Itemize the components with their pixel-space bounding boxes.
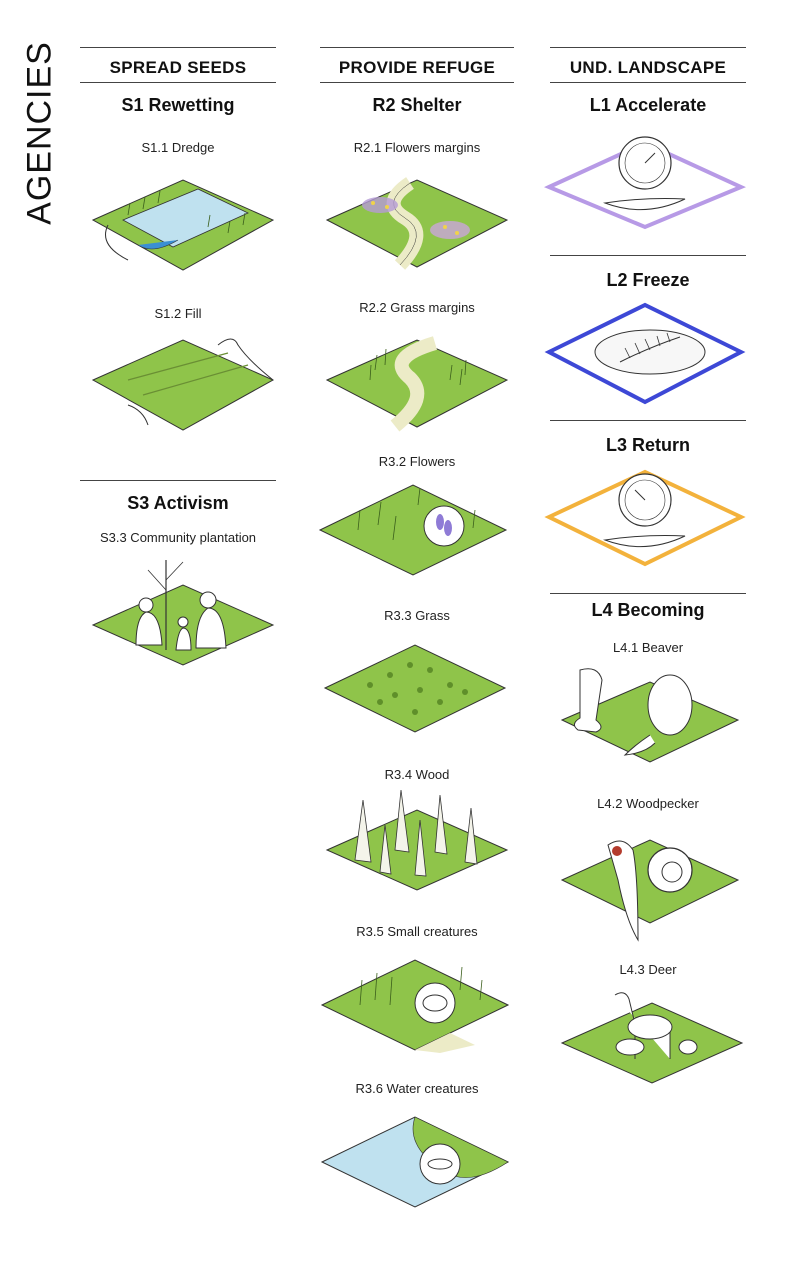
- small-creatures-tile: [320, 955, 510, 1055]
- item-label-l4-3: L4.3 Deer: [550, 962, 746, 977]
- item-label-s1-2: S1.2 Fill: [80, 306, 276, 321]
- item-label-s1-1: S1.1 Dredge: [80, 140, 276, 155]
- item-label-r2-2: R2.2 Grass margins: [320, 300, 514, 315]
- divider: [80, 47, 276, 48]
- accelerate-tile: [545, 125, 745, 230]
- fill-tile: [88, 335, 278, 435]
- water-creatures-tile: [320, 1112, 510, 1212]
- divider: [320, 82, 514, 83]
- section-title-l1: L1 Accelerate: [550, 95, 746, 116]
- return-tile: [545, 460, 745, 570]
- dredge-tile: [88, 175, 278, 275]
- divider: [550, 255, 746, 256]
- item-label-r3-6: R3.6 Water creatures: [320, 1081, 514, 1096]
- item-label-r3-3: R3.3 Grass: [320, 608, 514, 623]
- divider: [550, 593, 746, 594]
- wood-tile: [325, 790, 510, 895]
- item-label-r3-2: R3.2 Flowers: [320, 454, 514, 469]
- section-title-l2: L2 Freeze: [550, 270, 746, 291]
- section-title-l3: L3 Return: [550, 435, 746, 456]
- section-title-s3: S3 Activism: [80, 493, 276, 514]
- section-title-l4: L4 Becoming: [550, 600, 746, 621]
- section-title-r2: R2 Shelter: [320, 95, 514, 116]
- item-label-s3-3: S3.3 Community plantation: [80, 530, 276, 545]
- item-label-l4-2: L4.2 Woodpecker: [550, 796, 746, 811]
- page-title: AGENCIES: [14, 48, 66, 218]
- column-header-provide-refuge: PROVIDE REFUGE: [320, 58, 514, 78]
- item-label-r3-4: R3.4 Wood: [320, 767, 514, 782]
- divider: [550, 47, 746, 48]
- item-label-r3-5: R3.5 Small creatures: [320, 924, 514, 939]
- section-title-s1: S1 Rewetting: [80, 95, 276, 116]
- deer-tile: [560, 985, 745, 1085]
- community-plantation-tile: [88, 550, 278, 670]
- column-header-spread-seeds: SPREAD SEEDS: [80, 58, 276, 78]
- woodpecker-tile: [560, 815, 740, 945]
- divider: [80, 82, 276, 83]
- item-label-r2-1: R2.1 Flowers margins: [320, 140, 514, 155]
- item-label-l4-1: L4.1 Beaver: [550, 640, 746, 655]
- grass-tile: [320, 640, 510, 740]
- flowers-tile: [318, 480, 508, 580]
- divider: [550, 82, 746, 83]
- freeze-tile: [545, 300, 745, 410]
- flowers-margins-tile: [325, 175, 510, 275]
- grass-margins-tile: [325, 335, 510, 435]
- beaver-tile: [560, 660, 740, 770]
- column-header-und-landscape: UND. LANDSCAPE: [550, 58, 746, 78]
- divider: [550, 420, 746, 421]
- divider: [80, 480, 276, 481]
- divider: [320, 47, 514, 48]
